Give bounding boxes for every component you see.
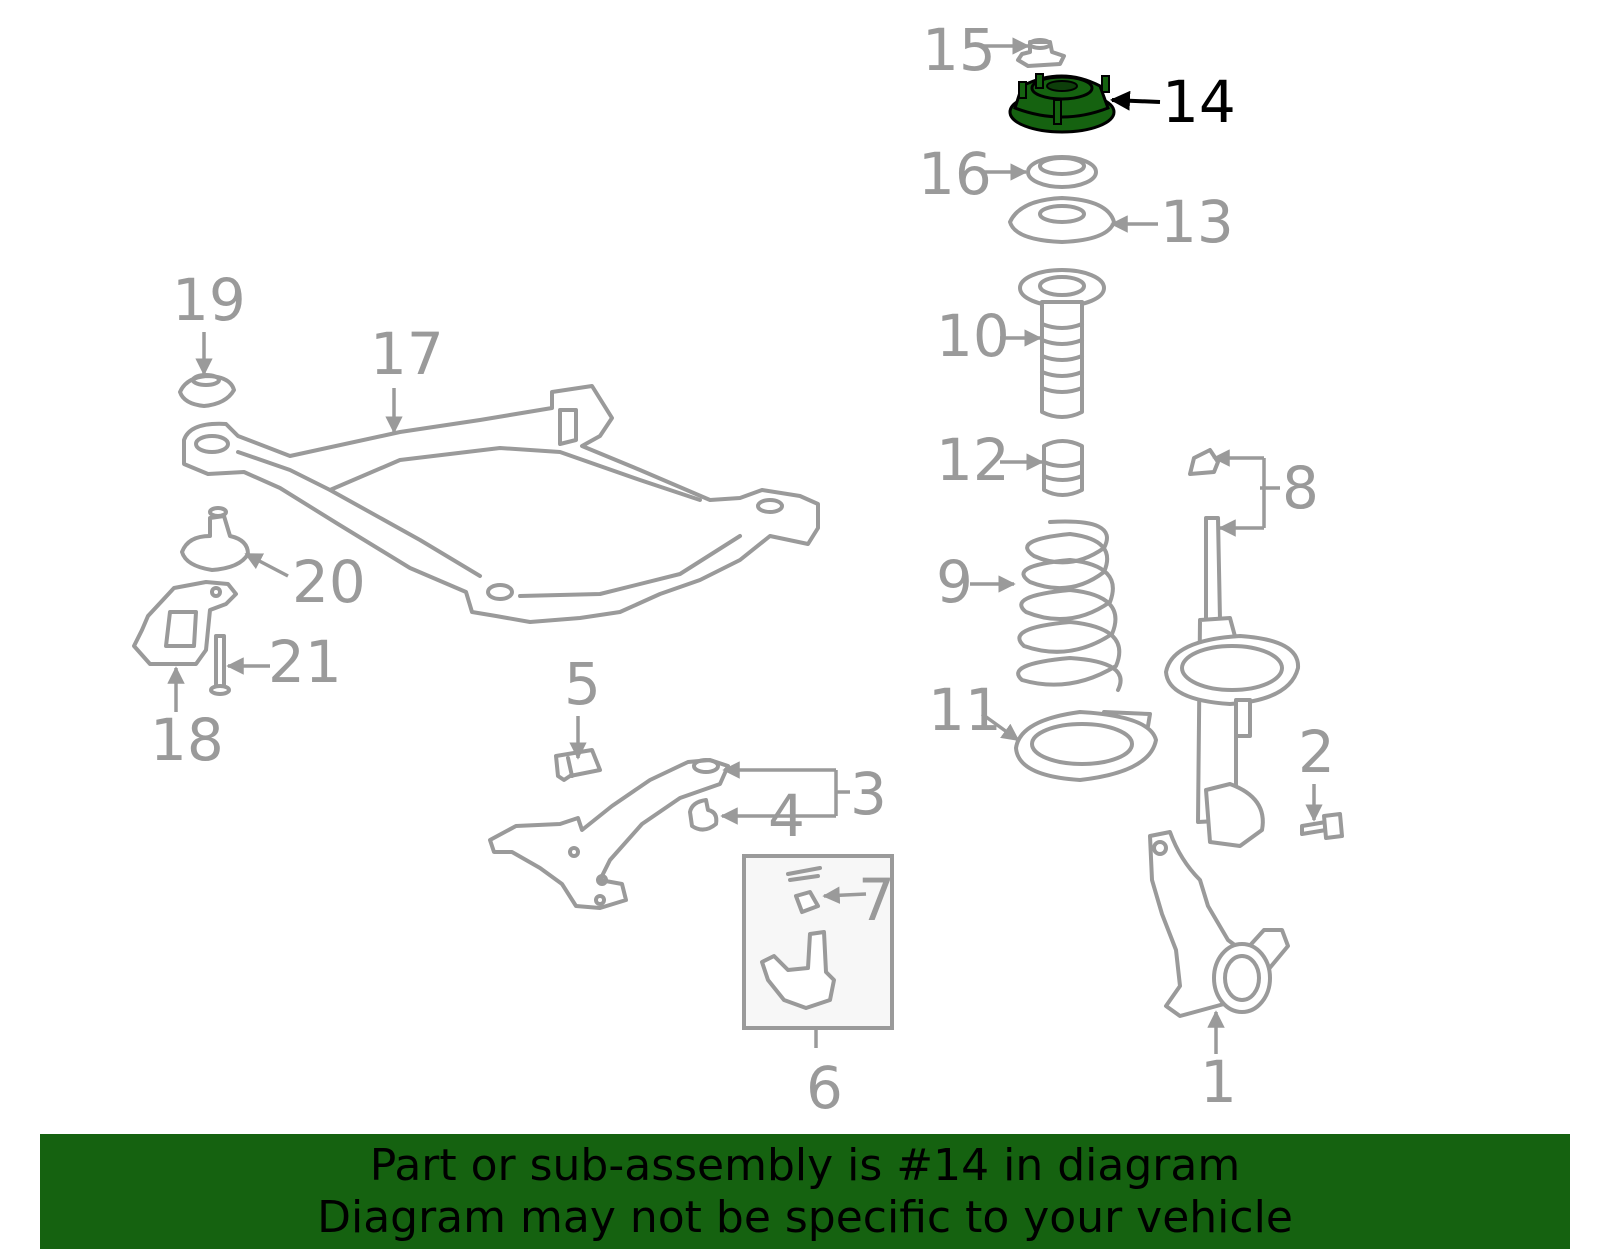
part-13-upper-spring-seat[interactable] xyxy=(1008,196,1116,244)
info-banner-background xyxy=(40,1134,1570,1249)
callout-6: 6 xyxy=(806,1054,843,1122)
part-9-coil-spring[interactable] xyxy=(1016,519,1123,692)
part-19-mount[interactable] xyxy=(178,373,236,408)
callout-7: 7 xyxy=(858,866,895,934)
part-17-subframe[interactable] xyxy=(182,384,820,624)
part-15-nut[interactable] xyxy=(1016,38,1066,68)
part-8-strut-assembly[interactable] xyxy=(1164,448,1301,848)
callout-10: 10 xyxy=(936,302,1010,370)
part-14-strut-mount[interactable] xyxy=(1008,73,1116,134)
part-16-bearing[interactable] xyxy=(1026,155,1098,189)
callout-16: 16 xyxy=(918,140,992,208)
callout-12: 12 xyxy=(936,426,1010,494)
part-4-bushing[interactable] xyxy=(688,798,719,832)
callout-13: 13 xyxy=(1160,188,1234,256)
callout-labels: 1 2 3 4 5 6 7 8 9 10 11 12 13 14 15 16 1… xyxy=(150,16,1335,1122)
part-21-bolt[interactable] xyxy=(209,634,231,696)
leader-lines xyxy=(167,37,1323,1054)
info-banner: Part or sub-assembly is #14 in diagram D… xyxy=(40,1134,1570,1249)
callout-8: 8 xyxy=(1282,454,1319,522)
part-11-spring-insulator[interactable] xyxy=(1014,710,1158,782)
banner-line-2: Diagram may not be specific to your vehi… xyxy=(317,1191,1293,1243)
part-18-bracket[interactable] xyxy=(132,580,238,666)
part-1-steering-knuckle[interactable] xyxy=(1148,830,1290,1018)
banner-line-1: Part or sub-assembly is #14 in diagram xyxy=(369,1139,1241,1191)
callout-4: 4 xyxy=(768,782,805,850)
callout-9: 9 xyxy=(936,548,973,616)
callout-21: 21 xyxy=(268,628,342,696)
part-2-bolt[interactable] xyxy=(1300,812,1344,840)
callout-19: 19 xyxy=(172,266,246,334)
callout-17: 17 xyxy=(370,320,444,388)
part-12-bump-stop[interactable] xyxy=(1042,439,1084,497)
part-6-ball-joint-kit[interactable] xyxy=(742,854,894,1030)
callout-5: 5 xyxy=(564,650,601,718)
callout-2: 2 xyxy=(1298,718,1335,786)
callout-15: 15 xyxy=(922,16,996,84)
callout-11: 11 xyxy=(928,676,1002,744)
part-10-dust-boot[interactable] xyxy=(1018,268,1106,419)
callout-3: 3 xyxy=(850,760,887,828)
callout-1: 1 xyxy=(1200,1048,1237,1116)
part-3-lower-control-arm[interactable] xyxy=(488,758,730,910)
part-20-mount[interactable] xyxy=(180,506,250,572)
callout-18: 18 xyxy=(150,706,224,774)
part-5-clip[interactable] xyxy=(554,748,602,782)
callout-14-highlighted: 14 xyxy=(1162,68,1236,136)
callout-20: 20 xyxy=(292,548,366,616)
